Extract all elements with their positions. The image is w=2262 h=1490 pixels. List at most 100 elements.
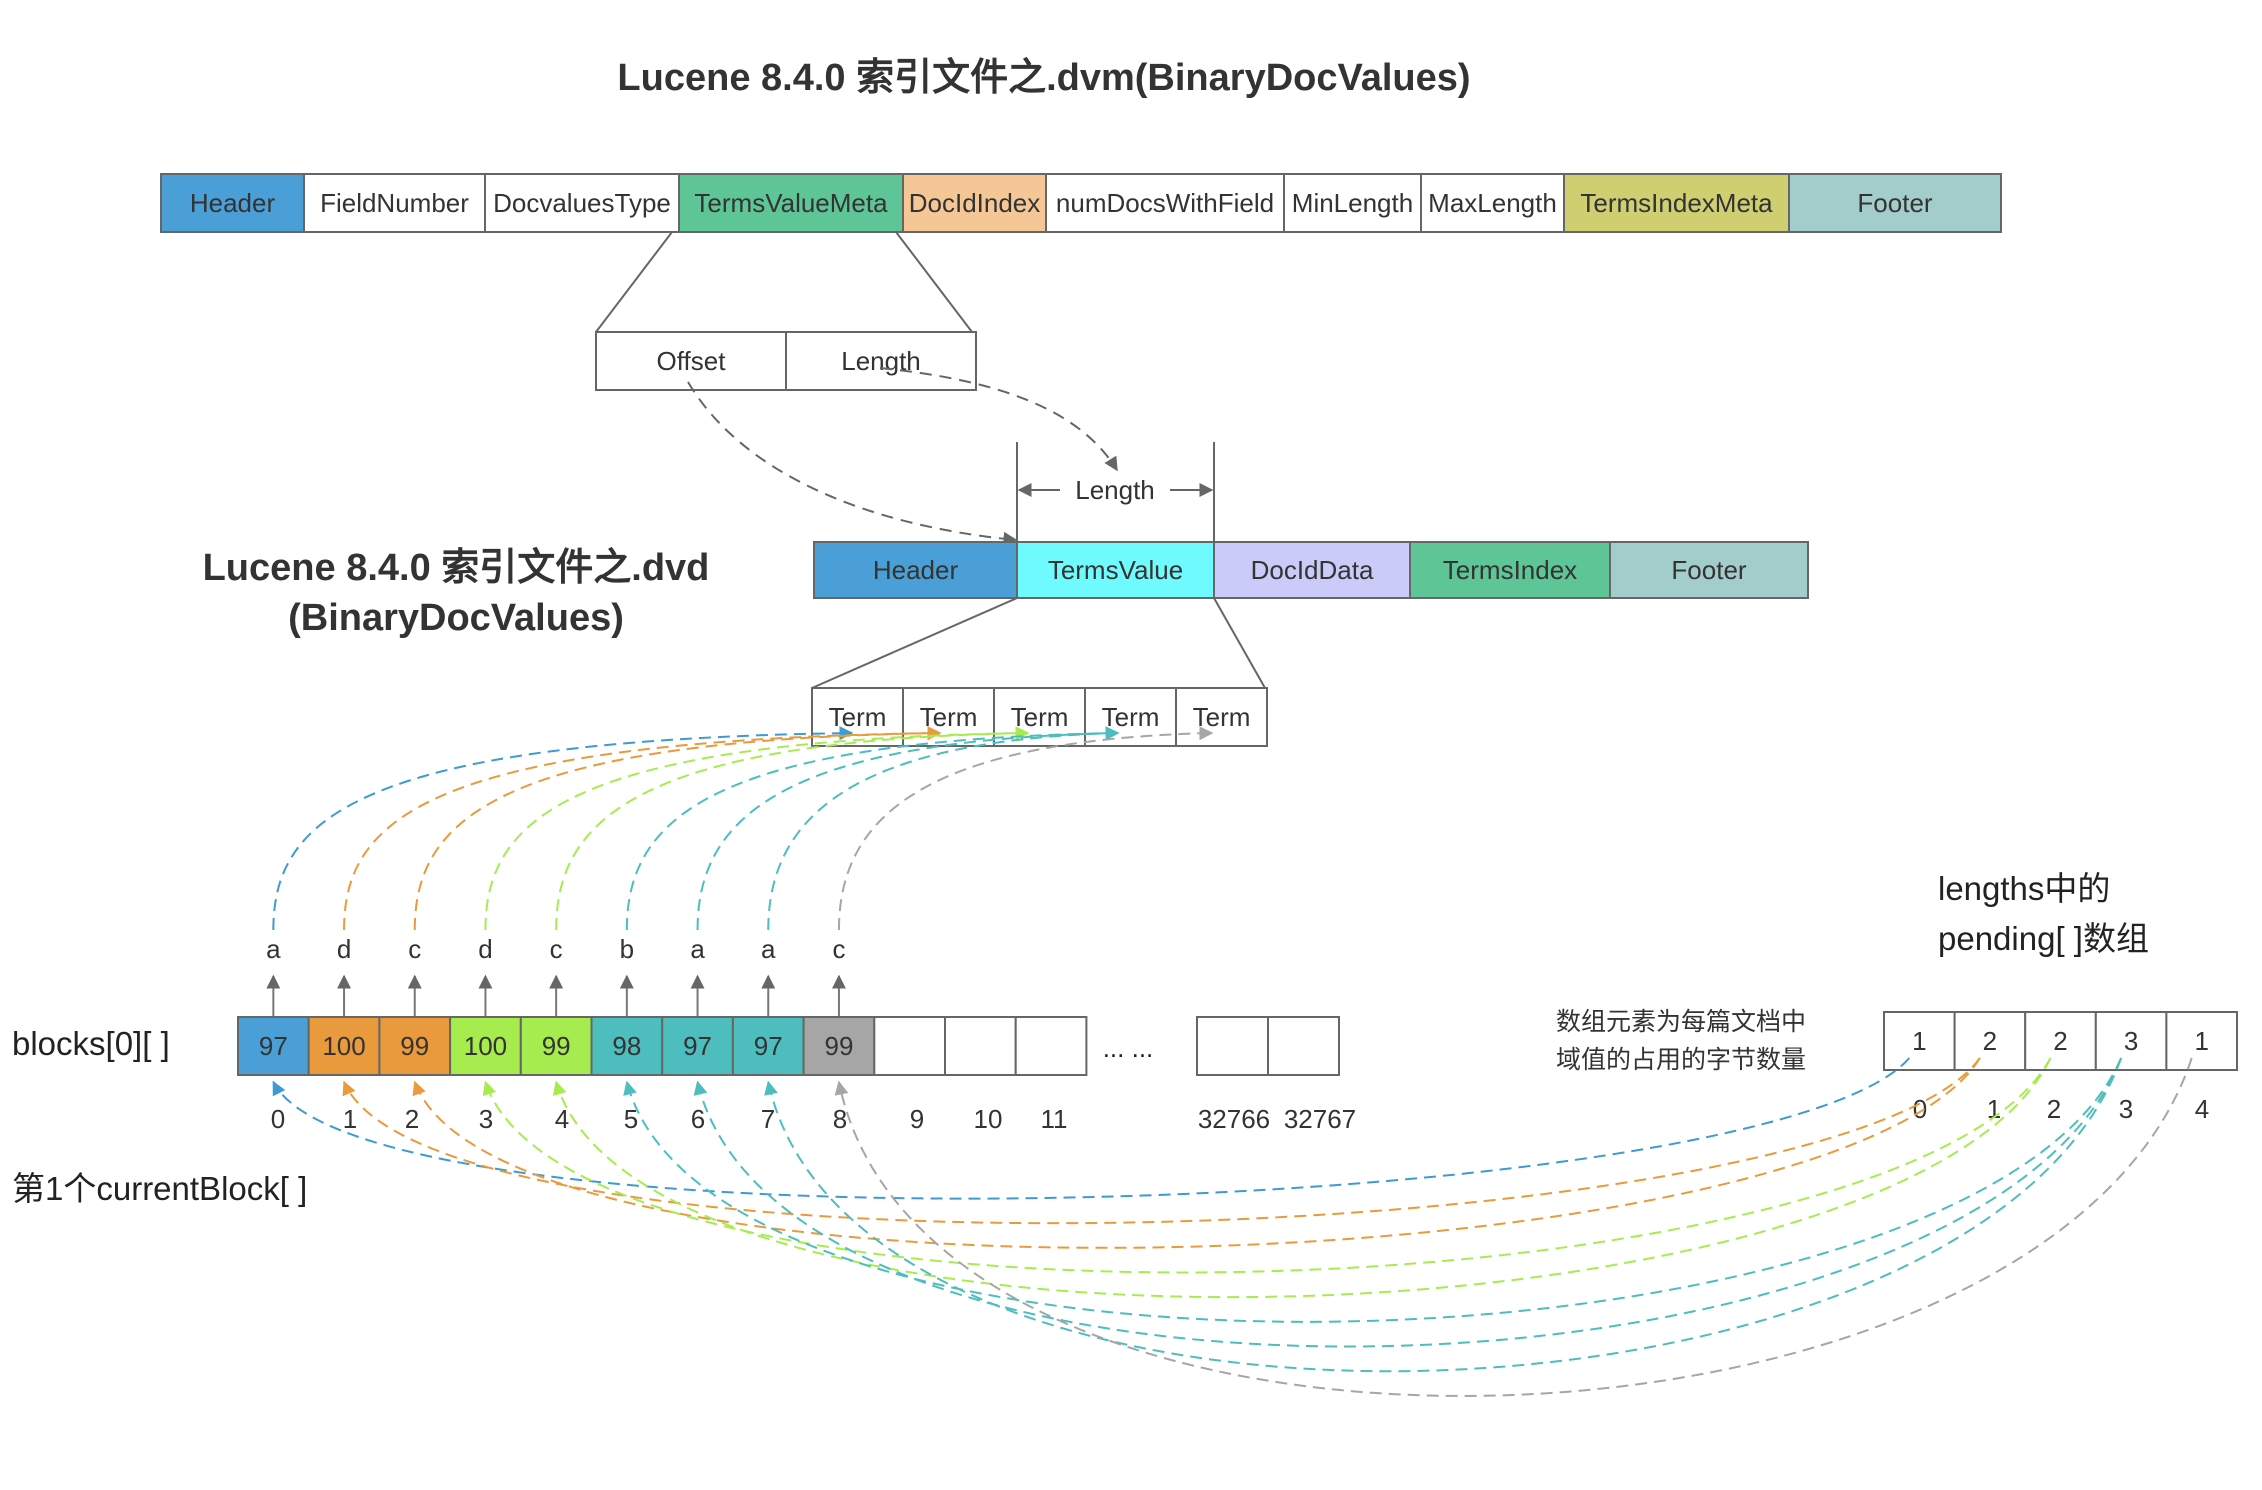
- dvd-field-label-0: Header: [873, 555, 959, 585]
- length-span: Length: [1016, 442, 1215, 545]
- dvd-field-cell-4: [1609, 541, 1809, 599]
- pending-block-link-8: [834, 1057, 2193, 1397]
- block-value-4: 99: [542, 1031, 571, 1061]
- block-tail-index-1: 32767: [1284, 1104, 1356, 1134]
- block-cell-1: [307, 1016, 381, 1076]
- length-span-label: Length: [1075, 475, 1155, 505]
- block-value-5: 98: [612, 1031, 641, 1061]
- dvd-field-cell-1: [1016, 541, 1215, 599]
- dvd-title-line1: Lucene 8.4.0 索引文件之.dvd: [203, 547, 710, 589]
- dvm-field-label-0: Header: [190, 188, 276, 218]
- pending-block-link-5: [623, 1057, 2123, 1323]
- block-cell-3: [449, 1016, 522, 1076]
- block-value-3: 100: [464, 1031, 507, 1061]
- block-index-4: 4: [555, 1104, 569, 1134]
- block-tail-index-0: 32766: [1198, 1104, 1270, 1134]
- letter-term-link-4: [555, 726, 1030, 931]
- letter-term-link-0: [272, 726, 854, 931]
- blocks-label: blocks[0][ ]: [12, 1025, 170, 1062]
- dvm-field-cell-8: [1563, 173, 1790, 233]
- pending-block-link-1: [342, 1057, 1981, 1225]
- letter-6: a: [690, 934, 705, 964]
- pending-cell-2: [2024, 1011, 2097, 1071]
- pending-value-4: 1: [2194, 1026, 2208, 1056]
- dvm-field-label-6: MinLength: [1292, 188, 1413, 218]
- dvd-field-label-4: Footer: [1671, 555, 1746, 585]
- block-index-10: 10: [974, 1104, 1003, 1134]
- dvm-field-label-9: Footer: [1857, 188, 1932, 218]
- pending-block-link-6: [693, 1057, 2123, 1348]
- block-index-5: 5: [624, 1104, 638, 1134]
- dvm-field-label-4: DocIdIndex: [909, 188, 1041, 218]
- block-tail-cell-1: [1267, 1016, 1340, 1076]
- dvm-field-cell-1: [303, 173, 486, 233]
- letter-5: b: [620, 934, 634, 964]
- pending-index-4: 4: [2195, 1094, 2209, 1124]
- block-value-8: 99: [824, 1031, 853, 1061]
- dvd-field-label-1: TermsValue: [1048, 555, 1183, 585]
- current-block-label: 第1个currentBlock[ ]: [12, 1170, 307, 1207]
- pending-block-link-0: [272, 1057, 1911, 1200]
- link-curves: [272, 726, 2193, 1397]
- terms-value-meta-expansion: [595, 231, 973, 333]
- letter-term-link-7: [767, 726, 1120, 931]
- block-cell-0: [237, 1016, 310, 1076]
- dvm-field-cell-7: [1420, 173, 1565, 233]
- pending-index-2: 2: [2047, 1094, 2061, 1124]
- block-cell-7: [731, 1016, 805, 1076]
- block-value-6: 97: [683, 1031, 712, 1061]
- block-tail-cell-0: [1196, 1016, 1269, 1076]
- block-index-9: 9: [910, 1104, 924, 1134]
- block-index-6: 6: [691, 1104, 705, 1134]
- letter-1: d: [337, 934, 351, 964]
- block-index-3: 3: [479, 1104, 493, 1134]
- block-value-7: 97: [754, 1031, 783, 1061]
- pending-block-link-7: [764, 1057, 2123, 1373]
- letter-term-link-2: [413, 726, 942, 931]
- block-value-1: 100: [322, 1031, 365, 1061]
- pending-cell-4: [2165, 1011, 2238, 1071]
- pending-block-link-2: [412, 1057, 1981, 1249]
- dvd-field-cell-0: [813, 541, 1018, 599]
- term-label-1: Term: [920, 702, 978, 732]
- letter-term-link-5: [625, 726, 1120, 931]
- block-value-2: 99: [400, 1031, 429, 1061]
- letter-8: c: [832, 934, 845, 964]
- letter-0: a: [266, 934, 281, 964]
- dvm-field-label-7: MaxLength: [1428, 188, 1557, 218]
- pending-cell-0: [1883, 1011, 1956, 1071]
- block-index-11: 11: [1041, 1104, 1068, 1134]
- block-index-7: 7: [761, 1104, 775, 1134]
- pending-desc-line1: 数组元素为每篇文档中: [1556, 1008, 1806, 1036]
- letter-4: c: [550, 934, 563, 964]
- pending-value-3: 3: [2124, 1026, 2138, 1056]
- term-cell-4: [1175, 687, 1268, 747]
- dvd-field-cell-3: [1409, 541, 1611, 599]
- letter-3: d: [478, 934, 492, 964]
- dvm-field-label-5: numDocsWithField: [1056, 188, 1274, 218]
- block-index-8: 8: [833, 1104, 847, 1134]
- pending-value-1: 2: [1983, 1026, 1997, 1056]
- pending-title-line2: pending[ ]数组: [1938, 920, 2149, 957]
- pending-index-3: 3: [2119, 1094, 2133, 1124]
- block-cell-5: [590, 1016, 664, 1076]
- term-label-0: Term: [829, 702, 887, 732]
- pending-index-1: 1: [1987, 1094, 2001, 1124]
- dvm-field-label-8: TermsIndexMeta: [1580, 188, 1773, 218]
- block-cell-10: [944, 1016, 1017, 1076]
- block-cell-9: [873, 1016, 946, 1076]
- pending-desc-line2: 域值的占用的字节数量: [1556, 1046, 1806, 1074]
- dvd-field-label-2: DocIdData: [1251, 555, 1374, 585]
- block-index-2: 2: [405, 1104, 419, 1134]
- pending-value-2: 2: [2053, 1026, 2067, 1056]
- pending-block-link-4: [552, 1057, 2052, 1299]
- term-label-4: Term: [1193, 702, 1251, 732]
- letter-term-link-6: [696, 726, 1120, 931]
